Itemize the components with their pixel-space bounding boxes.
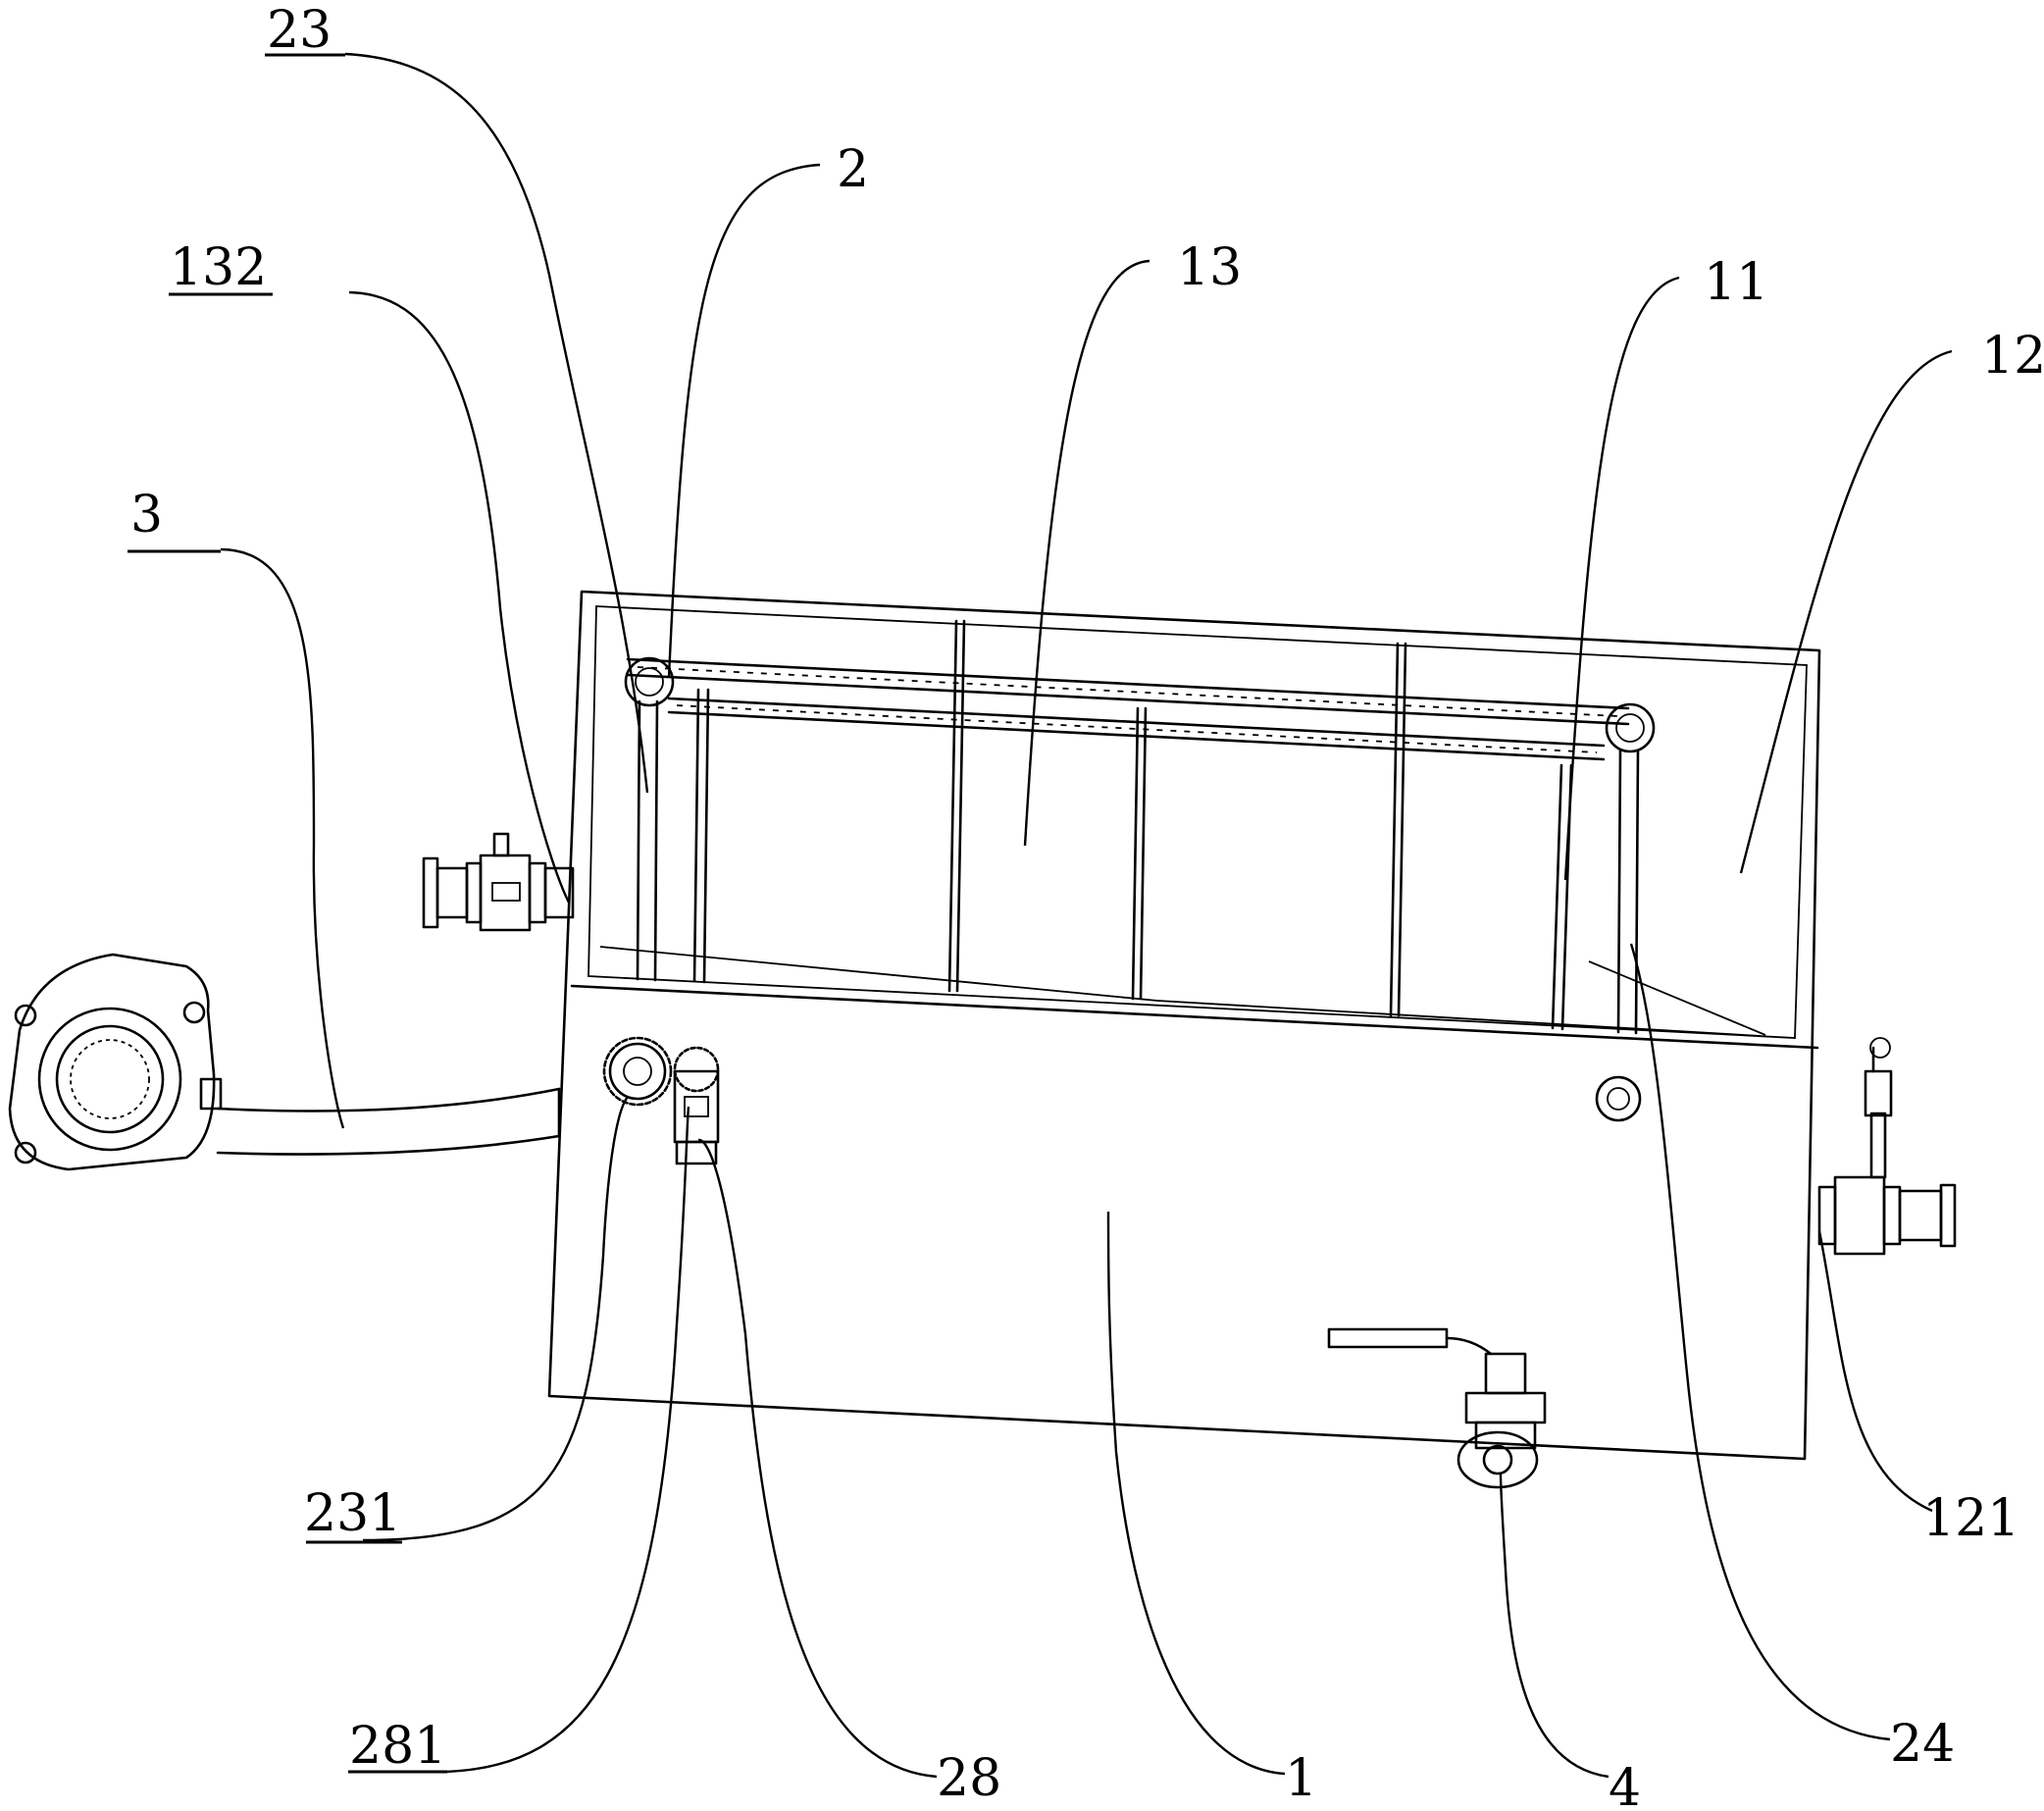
label-13: 13 (1177, 238, 1242, 297)
scraper-plates (947, 619, 1407, 1017)
leader-lines (220, 52, 1953, 1779)
label-4: 4 (1609, 1759, 1641, 1811)
reference-numerals: 23 2 132 13 11 12 3 231 121 281 28 1 4 2… (128, 1, 2044, 1811)
label-24: 24 (1890, 1715, 1955, 1774)
bearing (1595, 1075, 1642, 1122)
tank-body (547, 590, 1821, 1461)
label-281: 281 (349, 1717, 446, 1776)
label-3: 3 (130, 486, 163, 544)
gear-drive (602, 1036, 720, 1165)
left-valve (422, 832, 575, 932)
label-12: 12 (1981, 327, 2044, 386)
right-valve (1817, 1037, 1957, 1256)
label-11: 11 (1704, 253, 1768, 312)
blower (8, 953, 561, 1171)
label-23: 23 (267, 1, 332, 60)
chain-conveyor (624, 656, 1656, 761)
label-132: 132 (170, 238, 267, 297)
label-1: 1 (1285, 1749, 1317, 1808)
bottom-valve (1327, 1327, 1547, 1489)
label-28: 28 (937, 1749, 1001, 1808)
label-2: 2 (837, 140, 869, 199)
shafts (636, 688, 1640, 1035)
label-121: 121 (1922, 1489, 2019, 1548)
label-231: 231 (304, 1484, 401, 1543)
